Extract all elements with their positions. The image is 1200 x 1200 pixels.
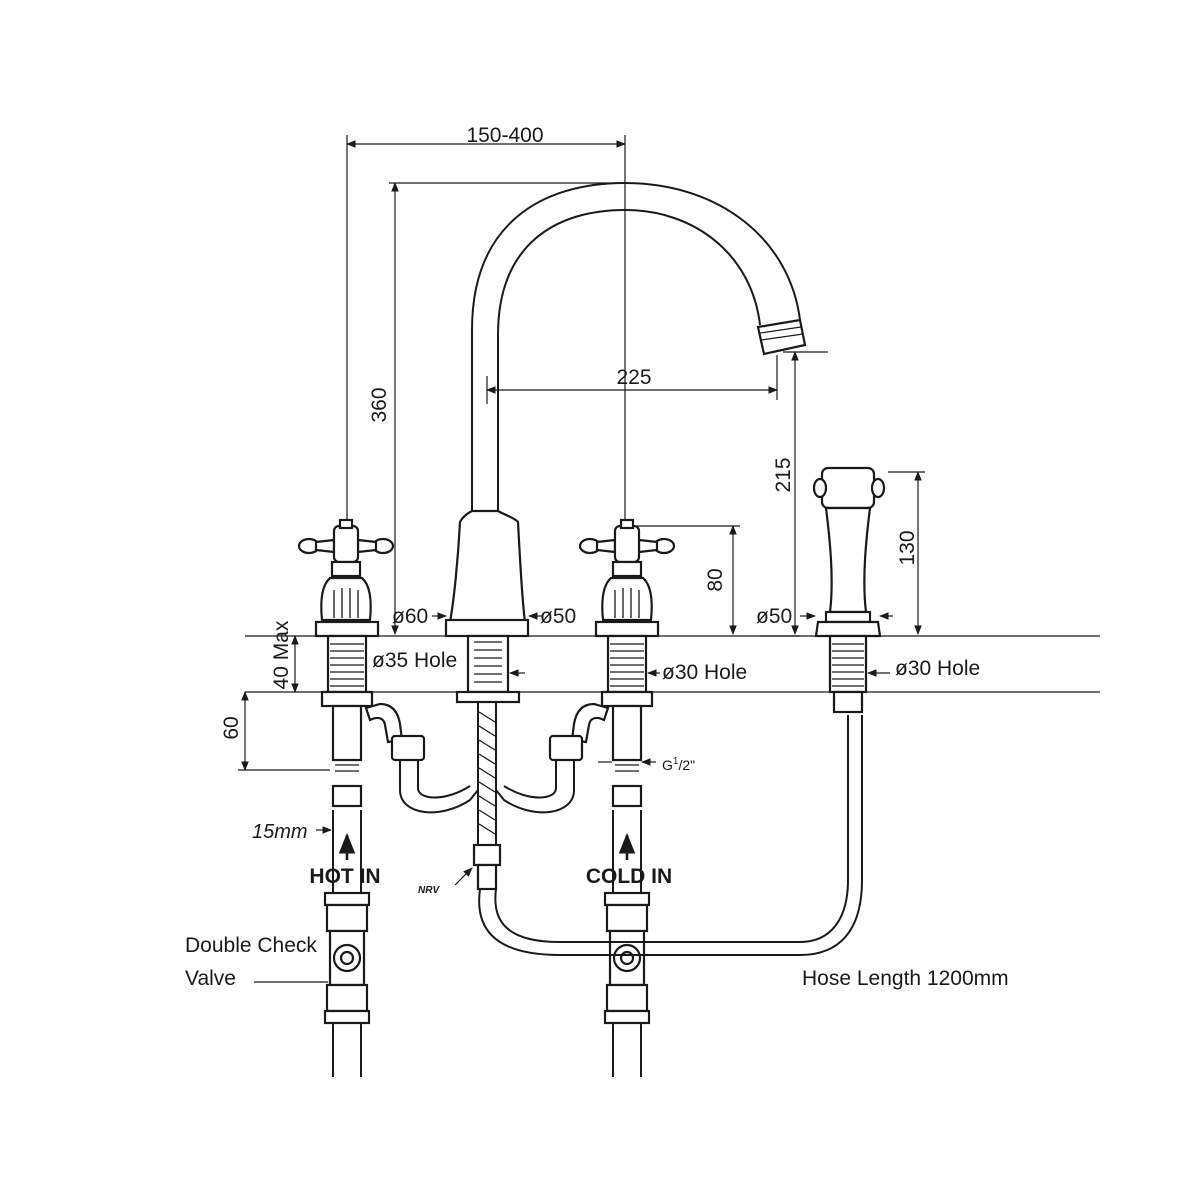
dim-hole-cold: ø30 Hole (662, 661, 747, 684)
dim-handle-height: 80 (704, 568, 727, 591)
cold-in-label: COLD IN (586, 865, 672, 888)
dim-tail-length: 60 (220, 716, 243, 739)
spray-handset (812, 466, 886, 714)
dim-spread: 150-400 (466, 124, 543, 147)
dim-reach: 225 (616, 366, 651, 389)
spout (444, 181, 807, 704)
dim-spray-height: 130 (896, 530, 919, 565)
dim-base-spray: ø50 (756, 605, 792, 628)
dim-thread: G1/2" (662, 756, 695, 773)
hose-length-label: Hose Length 1200mm (802, 967, 1009, 990)
dim-hole-spray: ø30 Hole (895, 657, 980, 680)
dim-hole-center: ø35 Hole (372, 649, 457, 672)
dim-base-cold: ø50 (540, 605, 576, 628)
hot-valve (297, 518, 395, 1077)
dim-height: 360 (368, 387, 391, 422)
dim-base-hot: ø60 (392, 605, 428, 628)
dimension-lines (238, 135, 925, 983)
dim-pipe: 15mm (252, 821, 308, 843)
valve-label-line1: Double Check (185, 934, 317, 957)
dim-deck-thickness: 40 Max (270, 620, 293, 689)
dim-spout-height: 215 (772, 457, 795, 492)
cold-valve (578, 518, 676, 1077)
hot-in-label: HOT IN (309, 865, 380, 888)
flexible-hoses (364, 702, 863, 956)
dimension-labels: 150-400 360 225 215 80 130 40 Max 60 ø60… (220, 124, 980, 843)
valve-label-line2: Valve (185, 967, 236, 990)
nrv-label: NRV (418, 885, 440, 896)
callout-labels: HOT IN COLD IN NRV Double Check Valve Ho… (185, 865, 1009, 990)
worktop (245, 635, 1100, 693)
